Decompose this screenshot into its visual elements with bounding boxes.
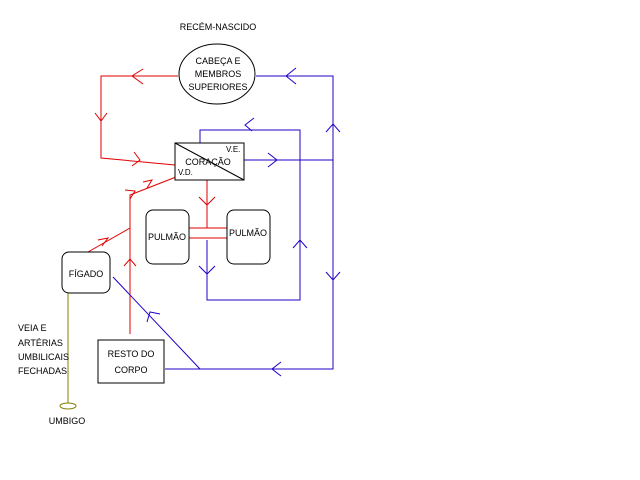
red-arrow-8 bbox=[97, 237, 110, 247]
node-heart: V.E. CORAÇÃO V.D. bbox=[174, 142, 245, 181]
node-head: CABEÇA E MEMBROS SUPERIORES bbox=[178, 43, 256, 105]
blue-arrow-8 bbox=[271, 361, 282, 377]
blue-liver-diag bbox=[112, 276, 201, 370]
heart-ve-label: V.E. bbox=[226, 145, 240, 154]
umbilicus-label: UMBIGO bbox=[49, 416, 86, 426]
head-label-line1: CABEÇA E bbox=[195, 56, 240, 66]
red-arrow-2 bbox=[94, 112, 108, 122]
heart-septum-line bbox=[174, 142, 245, 181]
umbilical-line bbox=[59, 293, 77, 410]
red-liver-up bbox=[87, 227, 131, 253]
blue-arrow-9 bbox=[146, 311, 161, 323]
node-liver: FÍGADO bbox=[61, 251, 111, 294]
umbilical-note-line1: VEIA E bbox=[18, 323, 47, 333]
blue-arrow-7 bbox=[198, 265, 216, 275]
blue-arrow-2 bbox=[325, 123, 341, 133]
red-arrow-7 bbox=[142, 179, 154, 189]
lung-left-label: PULMÃO bbox=[148, 232, 186, 242]
blue-arrow-6 bbox=[292, 239, 308, 249]
node-body: RESTO DO CORPO bbox=[97, 339, 165, 384]
arterial-paths bbox=[87, 68, 227, 334]
red-head-loop bbox=[100, 75, 178, 166]
red-body-up bbox=[129, 176, 177, 334]
red-arrow-5 bbox=[123, 258, 137, 267]
blue-head-trunk bbox=[165, 75, 334, 370]
liver-label: FÍGADO bbox=[69, 269, 104, 279]
head-label-line2: MEMBROS bbox=[195, 69, 242, 79]
umbilical-note: VEIA E ARTÉRIAS UMBILICAIS FECHADAS bbox=[18, 323, 69, 376]
blue-arrow-5 bbox=[267, 152, 278, 168]
red-arrow-1 bbox=[131, 68, 144, 85]
red-arrow-4 bbox=[198, 196, 216, 206]
umbilicus-mark bbox=[59, 402, 77, 410]
node-lung-left: PULMÃO bbox=[145, 209, 190, 265]
venous-paths bbox=[112, 67, 341, 377]
umbilical-note-line2: ARTÉRIAS bbox=[18, 338, 63, 348]
umbilical-note-line4: FECHADAS bbox=[18, 366, 67, 376]
head-label-line3: SUPERIORES bbox=[188, 82, 247, 92]
diagram-title: RECÉM-NASCIDO bbox=[180, 22, 257, 32]
blue-arrow-1 bbox=[285, 67, 297, 85]
heart-vd-label: V.D. bbox=[178, 168, 193, 177]
heart-label: CORAÇÃO bbox=[185, 157, 231, 167]
blue-arrow-3 bbox=[325, 271, 341, 281]
node-lung-right: PULMÃO bbox=[226, 209, 271, 265]
blue-heart-loop bbox=[199, 129, 301, 301]
body-label-line1: RESTO DO bbox=[108, 349, 155, 359]
umbilical-note-line3: UMBILICAIS bbox=[18, 352, 69, 362]
blue-arrow-4 bbox=[244, 117, 255, 132]
red-arrow-6 bbox=[124, 189, 136, 200]
body-label-line2: CORPO bbox=[114, 365, 147, 375]
red-arrow-3 bbox=[131, 151, 141, 167]
lung-right-label: PULMÃO bbox=[229, 228, 267, 238]
